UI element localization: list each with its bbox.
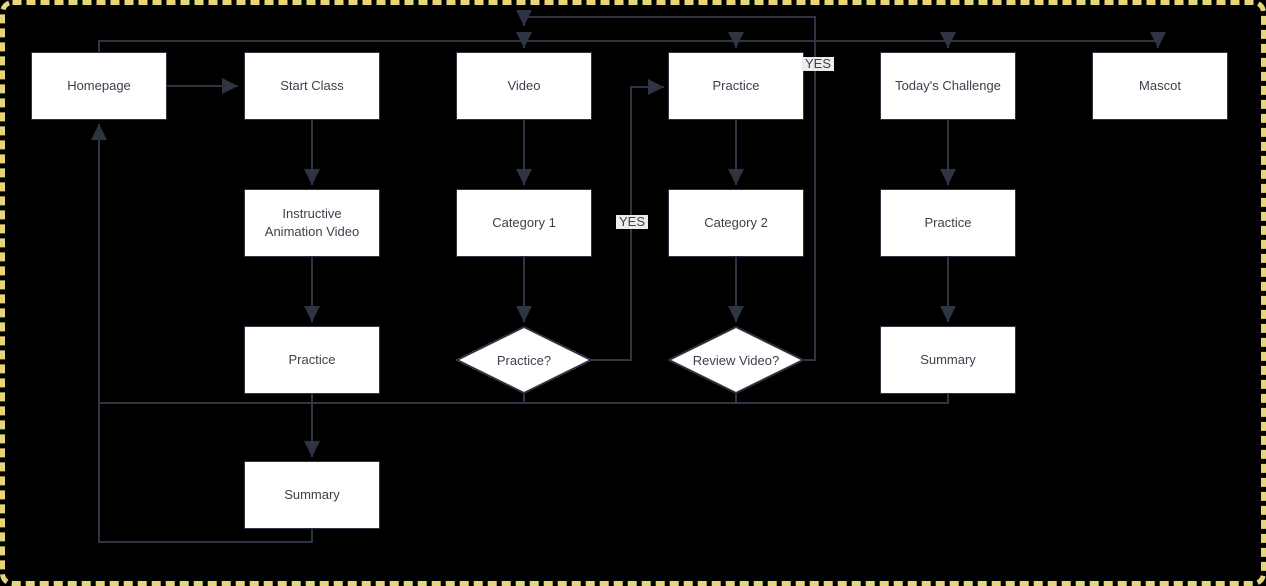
node-todays-challenge[interactable]: Today's Challenge xyxy=(880,52,1016,120)
node-label: Category 2 xyxy=(704,215,768,231)
node-start-class[interactable]: Start Class xyxy=(244,52,380,120)
node-review-video-decision[interactable]: Review Video? xyxy=(668,326,804,394)
node-label: Homepage xyxy=(67,78,131,94)
node-mascot[interactable]: Mascot xyxy=(1092,52,1228,120)
node-summary-class[interactable]: Summary xyxy=(244,461,380,529)
node-label: Review Video? xyxy=(692,352,780,368)
node-summary-challenge[interactable]: Summary xyxy=(880,326,1016,394)
node-label: Mascot xyxy=(1139,78,1181,94)
node-label: Practice xyxy=(712,78,760,94)
node-practice-decision[interactable]: Practice? xyxy=(456,326,592,394)
node-category-2[interactable]: Category 2 xyxy=(668,189,804,257)
node-label: Practice? xyxy=(496,352,552,368)
node-label: Start Class xyxy=(280,78,344,94)
edge-label-yes-review-video[interactable]: YES xyxy=(802,57,835,71)
node-practice-challenge[interactable]: Practice xyxy=(880,189,1016,257)
node-label: Instructive Animation Video xyxy=(264,206,360,239)
node-instructive-animation-video[interactable]: Instructive Animation Video xyxy=(244,189,380,257)
node-practice-top[interactable]: Practice xyxy=(668,52,804,120)
node-label: Today's Challenge xyxy=(895,78,1001,94)
edge-label-yes-practice[interactable]: YES xyxy=(616,215,649,229)
node-label: Video xyxy=(507,78,541,94)
node-label: Summary xyxy=(920,352,976,368)
node-label: Practice xyxy=(288,352,336,368)
node-video[interactable]: Video xyxy=(456,52,592,120)
node-label: Practice xyxy=(924,215,972,231)
node-homepage[interactable]: Homepage xyxy=(31,52,167,120)
node-label: Category 1 xyxy=(492,215,556,231)
node-category-1[interactable]: Category 1 xyxy=(456,189,592,257)
node-label: Summary xyxy=(284,487,340,503)
node-practice-class[interactable]: Practice xyxy=(244,326,380,394)
